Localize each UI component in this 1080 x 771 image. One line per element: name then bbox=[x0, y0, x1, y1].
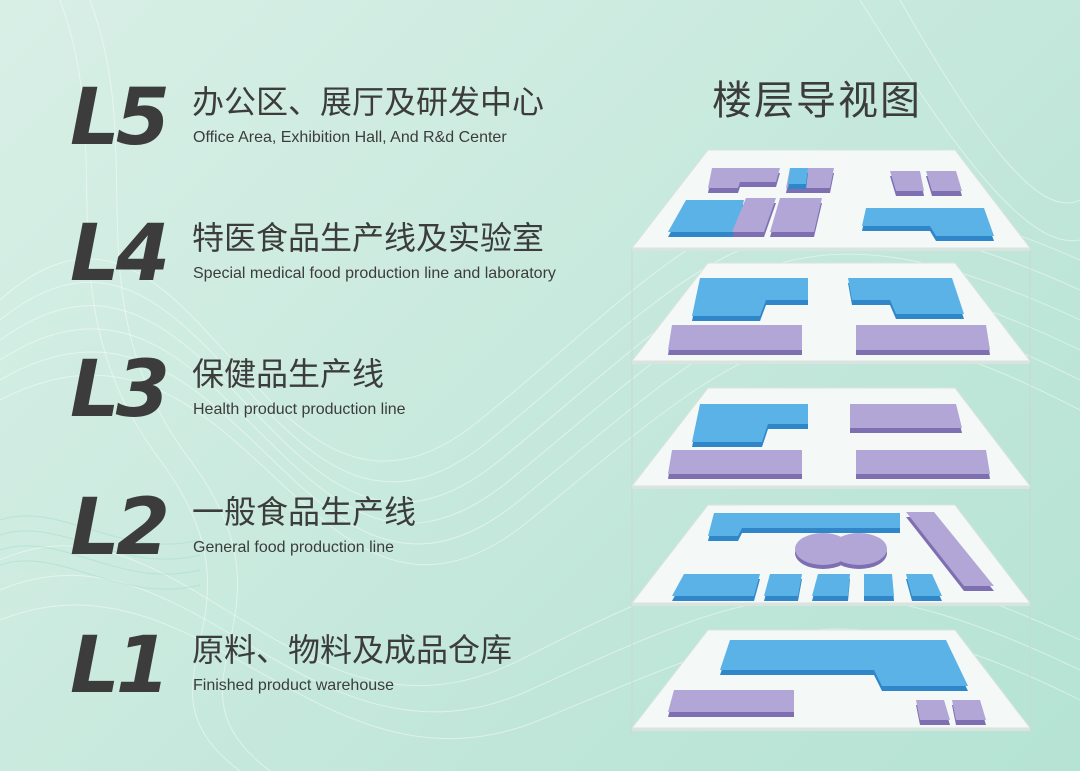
floor-code: L5 bbox=[70, 73, 170, 163]
room-block bbox=[732, 198, 776, 232]
room-block bbox=[856, 325, 990, 350]
floor-code: L1 bbox=[70, 621, 170, 711]
room-block bbox=[672, 574, 760, 596]
room-block bbox=[764, 574, 802, 596]
room-block bbox=[788, 168, 808, 184]
room-block bbox=[708, 513, 900, 536]
room-block bbox=[668, 325, 802, 350]
room-block bbox=[906, 512, 994, 586]
floor-name-en: Special medical food production line and… bbox=[193, 265, 556, 282]
room-block bbox=[668, 690, 794, 712]
round-hall bbox=[831, 533, 887, 565]
floor-name-en: Office Area, Exhibition Hall, And R&d Ce… bbox=[193, 129, 507, 146]
room-block bbox=[812, 574, 850, 596]
room-block bbox=[862, 208, 994, 236]
room-block bbox=[770, 198, 822, 232]
floor-plate-edge bbox=[632, 361, 1030, 364]
floor-name-cn: 原料、物料及成品仓库 bbox=[192, 631, 513, 669]
floor-code: L4 bbox=[70, 209, 170, 299]
room-block bbox=[668, 200, 744, 232]
room-block bbox=[720, 640, 968, 686]
floor-row-l5: L5 办公区、展厅及研发中心 Office Area, Exhibition H… bbox=[70, 78, 610, 178]
room-block bbox=[926, 171, 962, 191]
floor-name-en: General food production line bbox=[193, 539, 395, 556]
floor-name-en: Finished product warehouse bbox=[193, 677, 395, 694]
room-block bbox=[906, 574, 942, 596]
floor-plate-edge bbox=[632, 486, 1030, 489]
floor-plate-edge bbox=[632, 603, 1030, 606]
room-block bbox=[708, 168, 780, 188]
room-block bbox=[692, 404, 808, 442]
floor-name-cn: 保健品生产线 bbox=[192, 355, 385, 393]
floor-guide-title: 楼层导视图 bbox=[712, 78, 922, 124]
floor-plate-edge bbox=[632, 728, 1030, 731]
room-block bbox=[692, 278, 808, 316]
floor-name-en: Health product production line bbox=[193, 401, 406, 418]
floor-row-l3: L3 保健品生产线 Health product production line bbox=[70, 350, 610, 450]
floor-code: L3 bbox=[70, 345, 170, 435]
floor-name-cn: 一般食品生产线 bbox=[192, 493, 417, 531]
floor-plate-edge bbox=[632, 248, 1030, 251]
room-block bbox=[850, 404, 962, 428]
floor-row-l1: L1 原料、物料及成品仓库 Finished product warehouse bbox=[70, 626, 610, 726]
room-block bbox=[864, 574, 894, 596]
room-block bbox=[890, 171, 924, 191]
room-block bbox=[848, 278, 964, 314]
room-block bbox=[856, 450, 990, 474]
room-block bbox=[916, 700, 950, 720]
floor-name-cn: 特医食品生产线及实验室 bbox=[192, 219, 545, 257]
room-block bbox=[668, 450, 802, 474]
floor-row-l4: L4 特医食品生产线及实验室 Special medical food prod… bbox=[70, 214, 610, 314]
floor-name-cn: 办公区、展厅及研发中心 bbox=[192, 83, 545, 121]
floor-code: L2 bbox=[70, 483, 170, 573]
floor-row-l2: L2 一般食品生产线 General food production line bbox=[70, 488, 610, 588]
room-block bbox=[952, 700, 986, 720]
